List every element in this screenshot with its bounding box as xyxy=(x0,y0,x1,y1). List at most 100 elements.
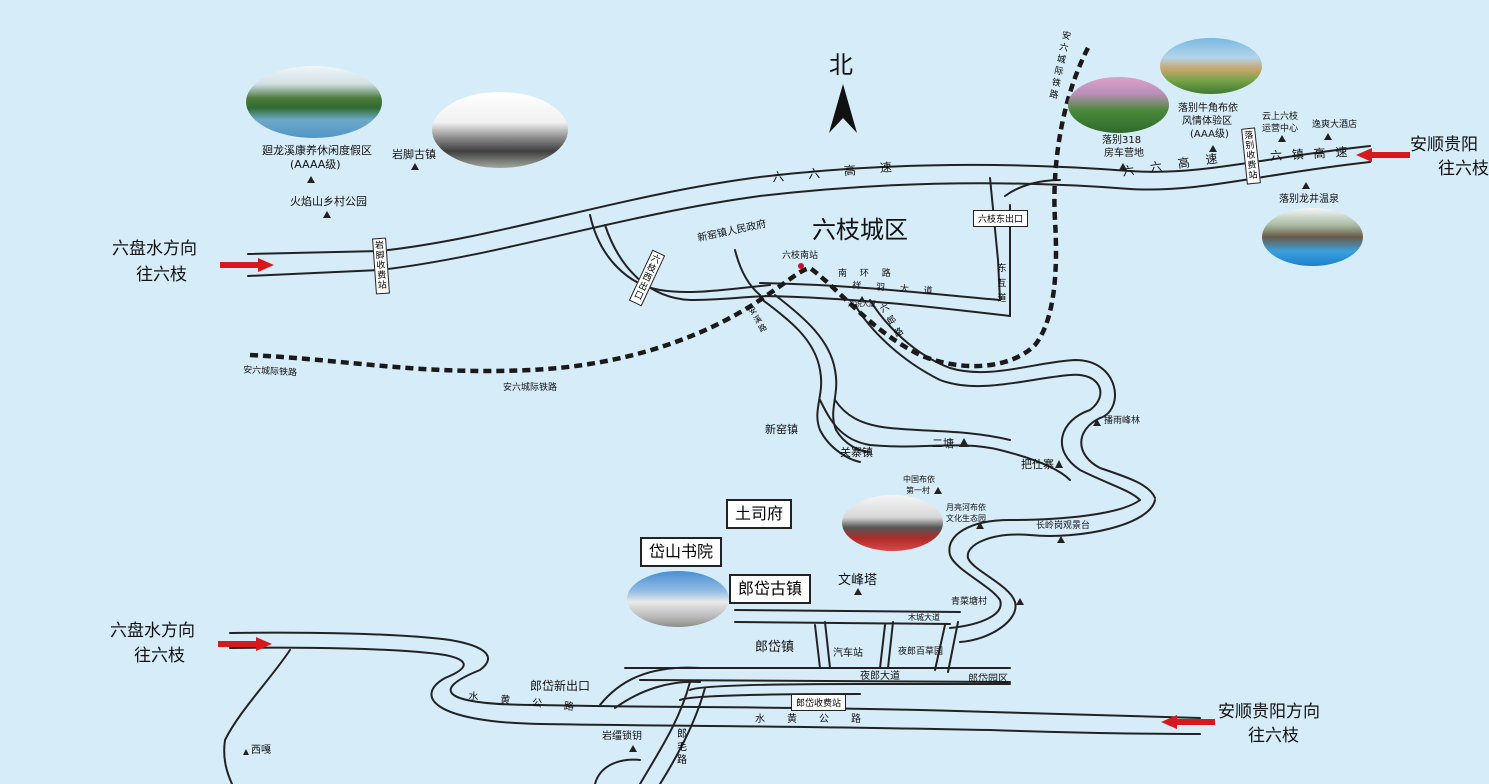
marker-camp318 xyxy=(1119,163,1127,170)
langdai-new-exit-label: 郎岱新出口 xyxy=(530,679,591,693)
north-label: 北 xyxy=(829,51,853,79)
arrow-west-top xyxy=(220,258,274,272)
yunshang-label-2: 运营中心 xyxy=(1262,124,1299,134)
bashizhai-label: 把仕寨 xyxy=(1021,458,1054,471)
north-arrow-icon xyxy=(829,84,857,133)
marker-changling xyxy=(1057,536,1065,543)
langdai-park-label: 郎岱园区 xyxy=(968,674,1008,685)
photo-longjing xyxy=(1262,208,1363,266)
marker-boyu xyxy=(1093,419,1101,426)
district-label: 六枝城区 xyxy=(812,216,908,244)
marker-longjing xyxy=(1302,182,1310,189)
niujiao-label-3: (AAA级) xyxy=(1190,129,1229,140)
photo-niujiao xyxy=(1160,38,1262,94)
west-exit-road-2 xyxy=(604,224,771,301)
donghu-road-label: 东互道 xyxy=(997,264,1007,304)
liulang-road-e xyxy=(869,299,1156,499)
marker-huoyanshan xyxy=(323,211,331,218)
ertang-road xyxy=(834,399,1011,441)
langdai-toll: 郎岱收费站 xyxy=(791,694,847,711)
yelang-garden-label: 夜郎百草园 xyxy=(898,647,944,657)
direction-west-bottom-1: 六盘水方向 xyxy=(110,621,195,641)
guanzhai-road xyxy=(819,399,1071,481)
grid-v4 xyxy=(887,621,894,669)
marker-ertang xyxy=(959,438,969,447)
south-road-loop xyxy=(594,758,641,784)
direction-east-bottom-1: 安顺贵阳方向 xyxy=(1218,702,1320,722)
boyu-label: 播雨峰林 xyxy=(1104,416,1141,426)
marker-wenfeng xyxy=(854,588,862,595)
town-connector-s xyxy=(639,679,1011,683)
yanshuo-label: 岩缰锁钥 xyxy=(602,731,642,742)
langdai-town-label: 郎岱镇 xyxy=(755,640,795,655)
langdai-new-exit-loop-4 xyxy=(659,687,706,784)
anxi-road-w xyxy=(759,297,861,463)
langdai-road-e xyxy=(959,499,1156,643)
east-exit-road-2 xyxy=(1004,179,1061,197)
marker-yishuang xyxy=(1324,133,1332,140)
tusifu-box: 土司府 xyxy=(726,499,793,529)
marker-niujiao xyxy=(1209,145,1217,152)
liulang-road-w xyxy=(854,304,1141,501)
shuihuang-road-s xyxy=(229,646,1201,735)
marker-yunshang xyxy=(1278,135,1286,142)
yanjiao-town-label: 岩脚古镇 xyxy=(392,148,436,161)
marker-yueliang xyxy=(976,522,984,529)
direction-east-top-2: 往六枝 xyxy=(1438,159,1489,179)
west-exit-road xyxy=(589,214,771,294)
yishuang-label: 逸爽大酒店 xyxy=(1312,120,1358,130)
langdai-new-exit-loop-1 xyxy=(599,666,701,706)
mucheng-road-s xyxy=(734,621,951,625)
yueliang-label-2: 文化生态园 xyxy=(946,514,986,523)
station-dot xyxy=(798,263,804,269)
niujiao-label-1: 落别牛角布依 xyxy=(1178,103,1238,114)
arrow-east-top xyxy=(1356,148,1410,162)
arrow-east-bottom xyxy=(1161,715,1215,729)
marker-huilongxi xyxy=(307,176,315,183)
shuihuang-road-n xyxy=(229,631,1201,719)
huilongxi-label-1: 廻龙溪康养休闲度假区 xyxy=(262,144,372,157)
liuzhi-east-exit: 六枝东出口 xyxy=(973,210,1029,227)
ertang-label: 二塘 xyxy=(932,437,954,450)
marker-xiga xyxy=(243,749,249,755)
marker-qingcaitang xyxy=(1016,598,1024,605)
photo-langdai-gate xyxy=(627,571,729,627)
wenfeng-label: 文峰塔 xyxy=(838,573,878,588)
nanhuan-road-s xyxy=(764,295,1011,317)
marker-yanjiao xyxy=(411,163,419,170)
xinyao-town-label: 新窑镇 xyxy=(765,423,798,436)
photo-yueliang xyxy=(842,495,943,551)
nanhuan-road-n xyxy=(759,282,1001,301)
langdai-road-w xyxy=(948,499,1141,629)
railway-mid-label: 安六城际铁路 xyxy=(503,383,558,393)
direction-east-bottom-2: 往六枝 xyxy=(1248,726,1299,746)
nanhuan-road-label: 南 环 路 xyxy=(838,269,896,279)
liuzhi-south-station-label: 六枝南站 xyxy=(782,251,819,261)
direction-west-top-2: 往六枝 xyxy=(136,265,187,285)
marker-buyi xyxy=(934,487,942,494)
anliu-railway xyxy=(249,42,1092,374)
liuliu-expressway-south-edge xyxy=(247,161,1371,277)
camp318-label-2: 房车营地 xyxy=(1104,148,1144,159)
hongqi-label: 鸿锐大厦 xyxy=(848,300,876,308)
marker-bashizhai xyxy=(1055,460,1063,468)
photo-yanjiao xyxy=(432,92,568,168)
langdai-new-exit-loop-2 xyxy=(614,680,701,709)
camp318-label-1: 落别318 xyxy=(1102,135,1142,146)
guanzhai-label: 关寨镇 xyxy=(840,446,873,459)
yelang-road-label: 夜郎大道 xyxy=(860,671,900,682)
arrow-west-bottom xyxy=(218,637,272,651)
langdai-oldtown-box: 郎岱古镇 xyxy=(729,574,812,604)
buyi-label-1: 中国布依 xyxy=(903,475,935,484)
southwest-road xyxy=(223,649,291,784)
east-exit-road xyxy=(989,177,1001,301)
grid-v3 xyxy=(879,624,886,669)
grid-v6 xyxy=(947,621,959,673)
photo-huilongxi xyxy=(246,66,382,138)
direction-west-bottom-2: 往六枝 xyxy=(134,646,185,666)
photo-camp318 xyxy=(1068,77,1169,133)
xinyao-gov-road xyxy=(734,249,761,296)
liuliu-expressway-north-edge xyxy=(247,145,1371,255)
